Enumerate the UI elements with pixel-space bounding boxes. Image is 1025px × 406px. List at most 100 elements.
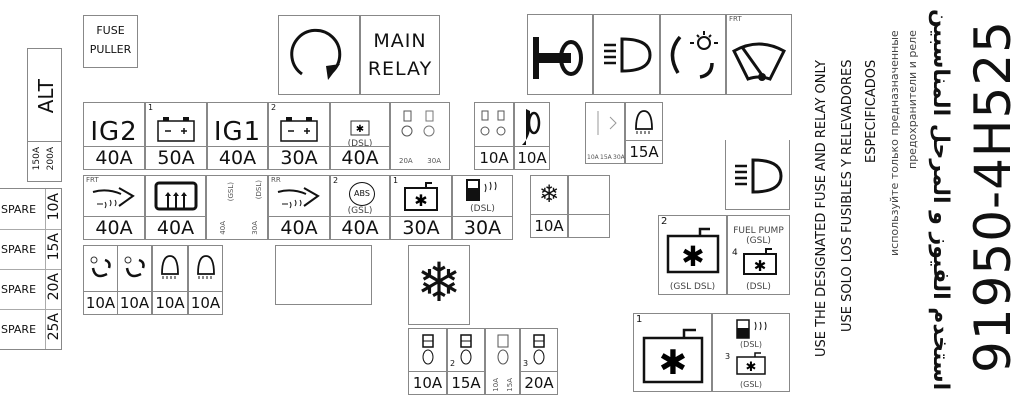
fuse-injector-b2[interactable]: 2 15A	[447, 328, 485, 395]
fuse-abs[interactable]: 2 ABS (GSL) 40A	[330, 175, 390, 240]
relay-sub-2: (GSL)	[740, 380, 762, 389]
svg-text:✱: ✱	[356, 124, 364, 135]
relay-number: 4	[732, 248, 738, 258]
headlamp-relay-2[interactable]	[725, 140, 790, 210]
fuse-amp-a: 10A	[587, 154, 599, 161]
alt-fuse[interactable]: ALT 150A 200A	[27, 48, 62, 182]
fan-relay-1[interactable]: 1 ✱	[633, 313, 712, 392]
fuse-amp: 10A	[118, 291, 151, 314]
fuse-number: 1	[393, 176, 399, 185]
fuse-amp: 40A	[331, 146, 389, 169]
fog-lamp-icon	[161, 255, 179, 279]
fuel-injector-icon	[533, 334, 545, 365]
main-relay-icon-cell[interactable]	[278, 15, 360, 95]
ac-snowflake-icon: ❄	[416, 251, 462, 314]
empty-relay-slot[interactable]	[275, 245, 372, 305]
fuse-amp: 40A	[269, 216, 329, 239]
fuel-injector-icon	[480, 110, 506, 136]
svg-text:✱: ✱	[414, 191, 427, 210]
fuse-rear-defrost[interactable]: 40A	[145, 175, 206, 240]
svg-text:✱: ✱	[681, 240, 704, 273]
fuse-fan-1[interactable]: 1 ✱ 30A	[390, 175, 452, 240]
fuse-ac[interactable]: ❄ 10A	[530, 175, 568, 238]
ac-relay[interactable]: ❄	[408, 245, 470, 325]
relay-number: 2	[661, 216, 668, 227]
fuse-label: IG2	[90, 117, 138, 147]
turn-hazard-relay[interactable]	[660, 14, 726, 95]
fuse-battery-2[interactable]: 2 30A	[268, 102, 330, 170]
fuse-alternator-multi[interactable]: 10A 15A 30A	[585, 102, 625, 164]
fuse-battery-1[interactable]: 1 50A	[145, 102, 207, 170]
fuse-glow-plug[interactable]: (DSL) 30A	[452, 175, 513, 240]
fuse-puller-line1: FUSE	[96, 24, 125, 37]
spare-label: SPARE	[1, 203, 37, 216]
fuse-amp: 10A	[84, 291, 117, 314]
fan-motor-icon: ✱	[743, 248, 777, 275]
battery-icon	[280, 117, 318, 142]
fuse-fan-dsl[interactable]: ✱ (DSL) 40A	[330, 102, 390, 170]
notice-russian-1: используйте только предназначенные	[888, 30, 901, 256]
fuse-amp: 10A	[153, 291, 187, 314]
abs-icon: ABS	[349, 182, 375, 206]
fuse-dual-small[interactable]: (GSL) (DSL) 40A 30A	[206, 175, 268, 240]
notice-arabic: استخدم الفيوز و المرحل المناسبين	[928, 8, 953, 390]
fuse-amp: 30A	[453, 216, 512, 239]
fuse-injector-dual[interactable]: 20A 30A	[390, 102, 450, 170]
fuel-injector-icon	[460, 334, 472, 365]
horn-relay[interactable]	[527, 14, 593, 95]
fuse-turn-signal-1[interactable]: 10A	[83, 245, 118, 315]
spare-amp: 10A	[46, 193, 62, 221]
fuse-amp: 30A	[391, 216, 451, 239]
fuse-fog-lamp[interactable]: 15A	[625, 102, 663, 164]
fuse-slot-empty[interactable]	[568, 175, 610, 238]
rotate-arrow-icon	[290, 28, 342, 80]
fuse-horn[interactable]: 10A	[514, 102, 550, 170]
fog-lamp-icon	[635, 110, 653, 134]
fuse-fog-lamp-1[interactable]: 10A	[152, 245, 188, 315]
alt-label: ALT	[34, 79, 58, 114]
notice-english: USE THE DESIGNATED FUSE AND RELAY ONLY	[814, 60, 829, 357]
fuse-fog-lamp-2[interactable]: 10A	[188, 245, 223, 315]
fuse-ig2[interactable]: IG2 40A	[83, 102, 145, 170]
fan-relay-2[interactable]: 2 ✱ (GSL DSL)	[658, 215, 727, 295]
spare-fuse[interactable]: SPARE 10A	[0, 189, 62, 230]
fuse-sub: (DSL)	[347, 139, 373, 149]
fuse-sub: (GSL)	[347, 206, 373, 216]
fuse-label: IG1	[213, 117, 262, 147]
fan-motor-icon: ✱	[666, 227, 719, 274]
fuse-number: 2	[271, 103, 277, 112]
spare-fuse[interactable]: SPARE 25A	[0, 309, 62, 349]
spare-fuse-column: SPARE 10A SPARE 15A SPARE 20A SPARE 25A	[0, 188, 62, 350]
fuse-amp: 40A	[84, 216, 144, 239]
fuse-injector-b3[interactable]: 10A 15A	[485, 328, 520, 395]
fuse-puller[interactable]: FUSE PULLER	[83, 15, 138, 68]
spare-fuse[interactable]: SPARE 20A	[0, 269, 62, 310]
fuse-injector-b1[interactable]: 10A	[408, 328, 447, 395]
rear-defrost-icon	[154, 181, 197, 211]
fuel-injector-icon	[421, 334, 434, 365]
fuse-ig1[interactable]: IG1 40A	[207, 102, 268, 170]
headlamp-relay[interactable]	[593, 14, 660, 95]
fuse-injector-b4[interactable]: 3 20A	[520, 328, 558, 395]
glow-fan-relay[interactable]: (DSL) 3 ✱ (GSL)	[712, 313, 790, 392]
fan-motor-icon: ✱	[350, 120, 370, 136]
fuse-amp-b: 30A	[427, 157, 441, 165]
wiper-icon	[732, 42, 786, 81]
turn-signal-lamp-icon	[670, 31, 718, 79]
fuse-amp-b: 15A	[600, 154, 612, 161]
fuel-pump-relay[interactable]: FUEL PUMP (GSL) 4 ✱ (DSL)	[727, 215, 790, 295]
fuse-injector[interactable]: 10A	[474, 102, 514, 170]
spare-amp: 20A	[46, 273, 62, 301]
fuse-amp: 30A	[269, 146, 329, 169]
fuse-blower-front[interactable]: FRT 40A	[83, 175, 145, 240]
fuse-turn-signal-2[interactable]: 10A	[117, 245, 152, 315]
relay-number: 1	[636, 314, 643, 325]
fuse-sub: FRT	[86, 176, 99, 184]
fuse-blower-rear[interactable]: RR 40A	[268, 175, 330, 240]
alt-rating-150: 150A	[32, 147, 42, 171]
wiper-relay[interactable]: FRT	[726, 14, 792, 95]
spare-fuse[interactable]: SPARE 15A	[0, 229, 62, 270]
fuse-amp: 10A	[475, 146, 513, 169]
fuse-amp: 50A	[146, 146, 206, 169]
